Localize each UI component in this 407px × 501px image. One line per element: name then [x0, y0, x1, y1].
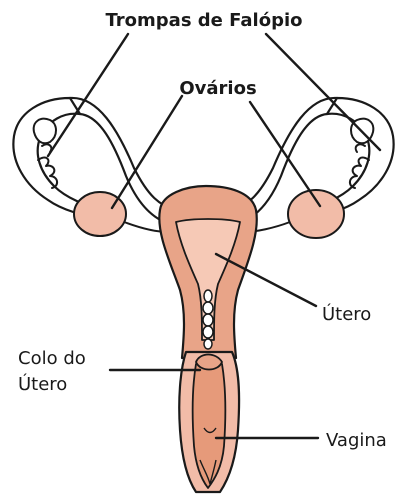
leader-trompas-left — [48, 34, 128, 156]
uterus-illustration — [159, 186, 256, 358]
label-vagina: Vagina — [326, 430, 387, 451]
left-fimbria-opening — [34, 119, 56, 144]
label-cervix-line1: Colo do — [18, 348, 86, 369]
label-cervix-line2: Útero — [18, 373, 67, 395]
right-ovary — [288, 190, 344, 238]
cervix-tip — [196, 355, 222, 370]
label-ovaries: Ovários — [179, 78, 256, 99]
leader-trompas-right — [266, 34, 380, 150]
label-fallopian-tubes: Trompas de Falópio — [105, 10, 302, 31]
label-uterus: Útero — [322, 303, 371, 325]
cervical-canal — [203, 290, 213, 349]
vagina-illustration — [179, 352, 239, 492]
